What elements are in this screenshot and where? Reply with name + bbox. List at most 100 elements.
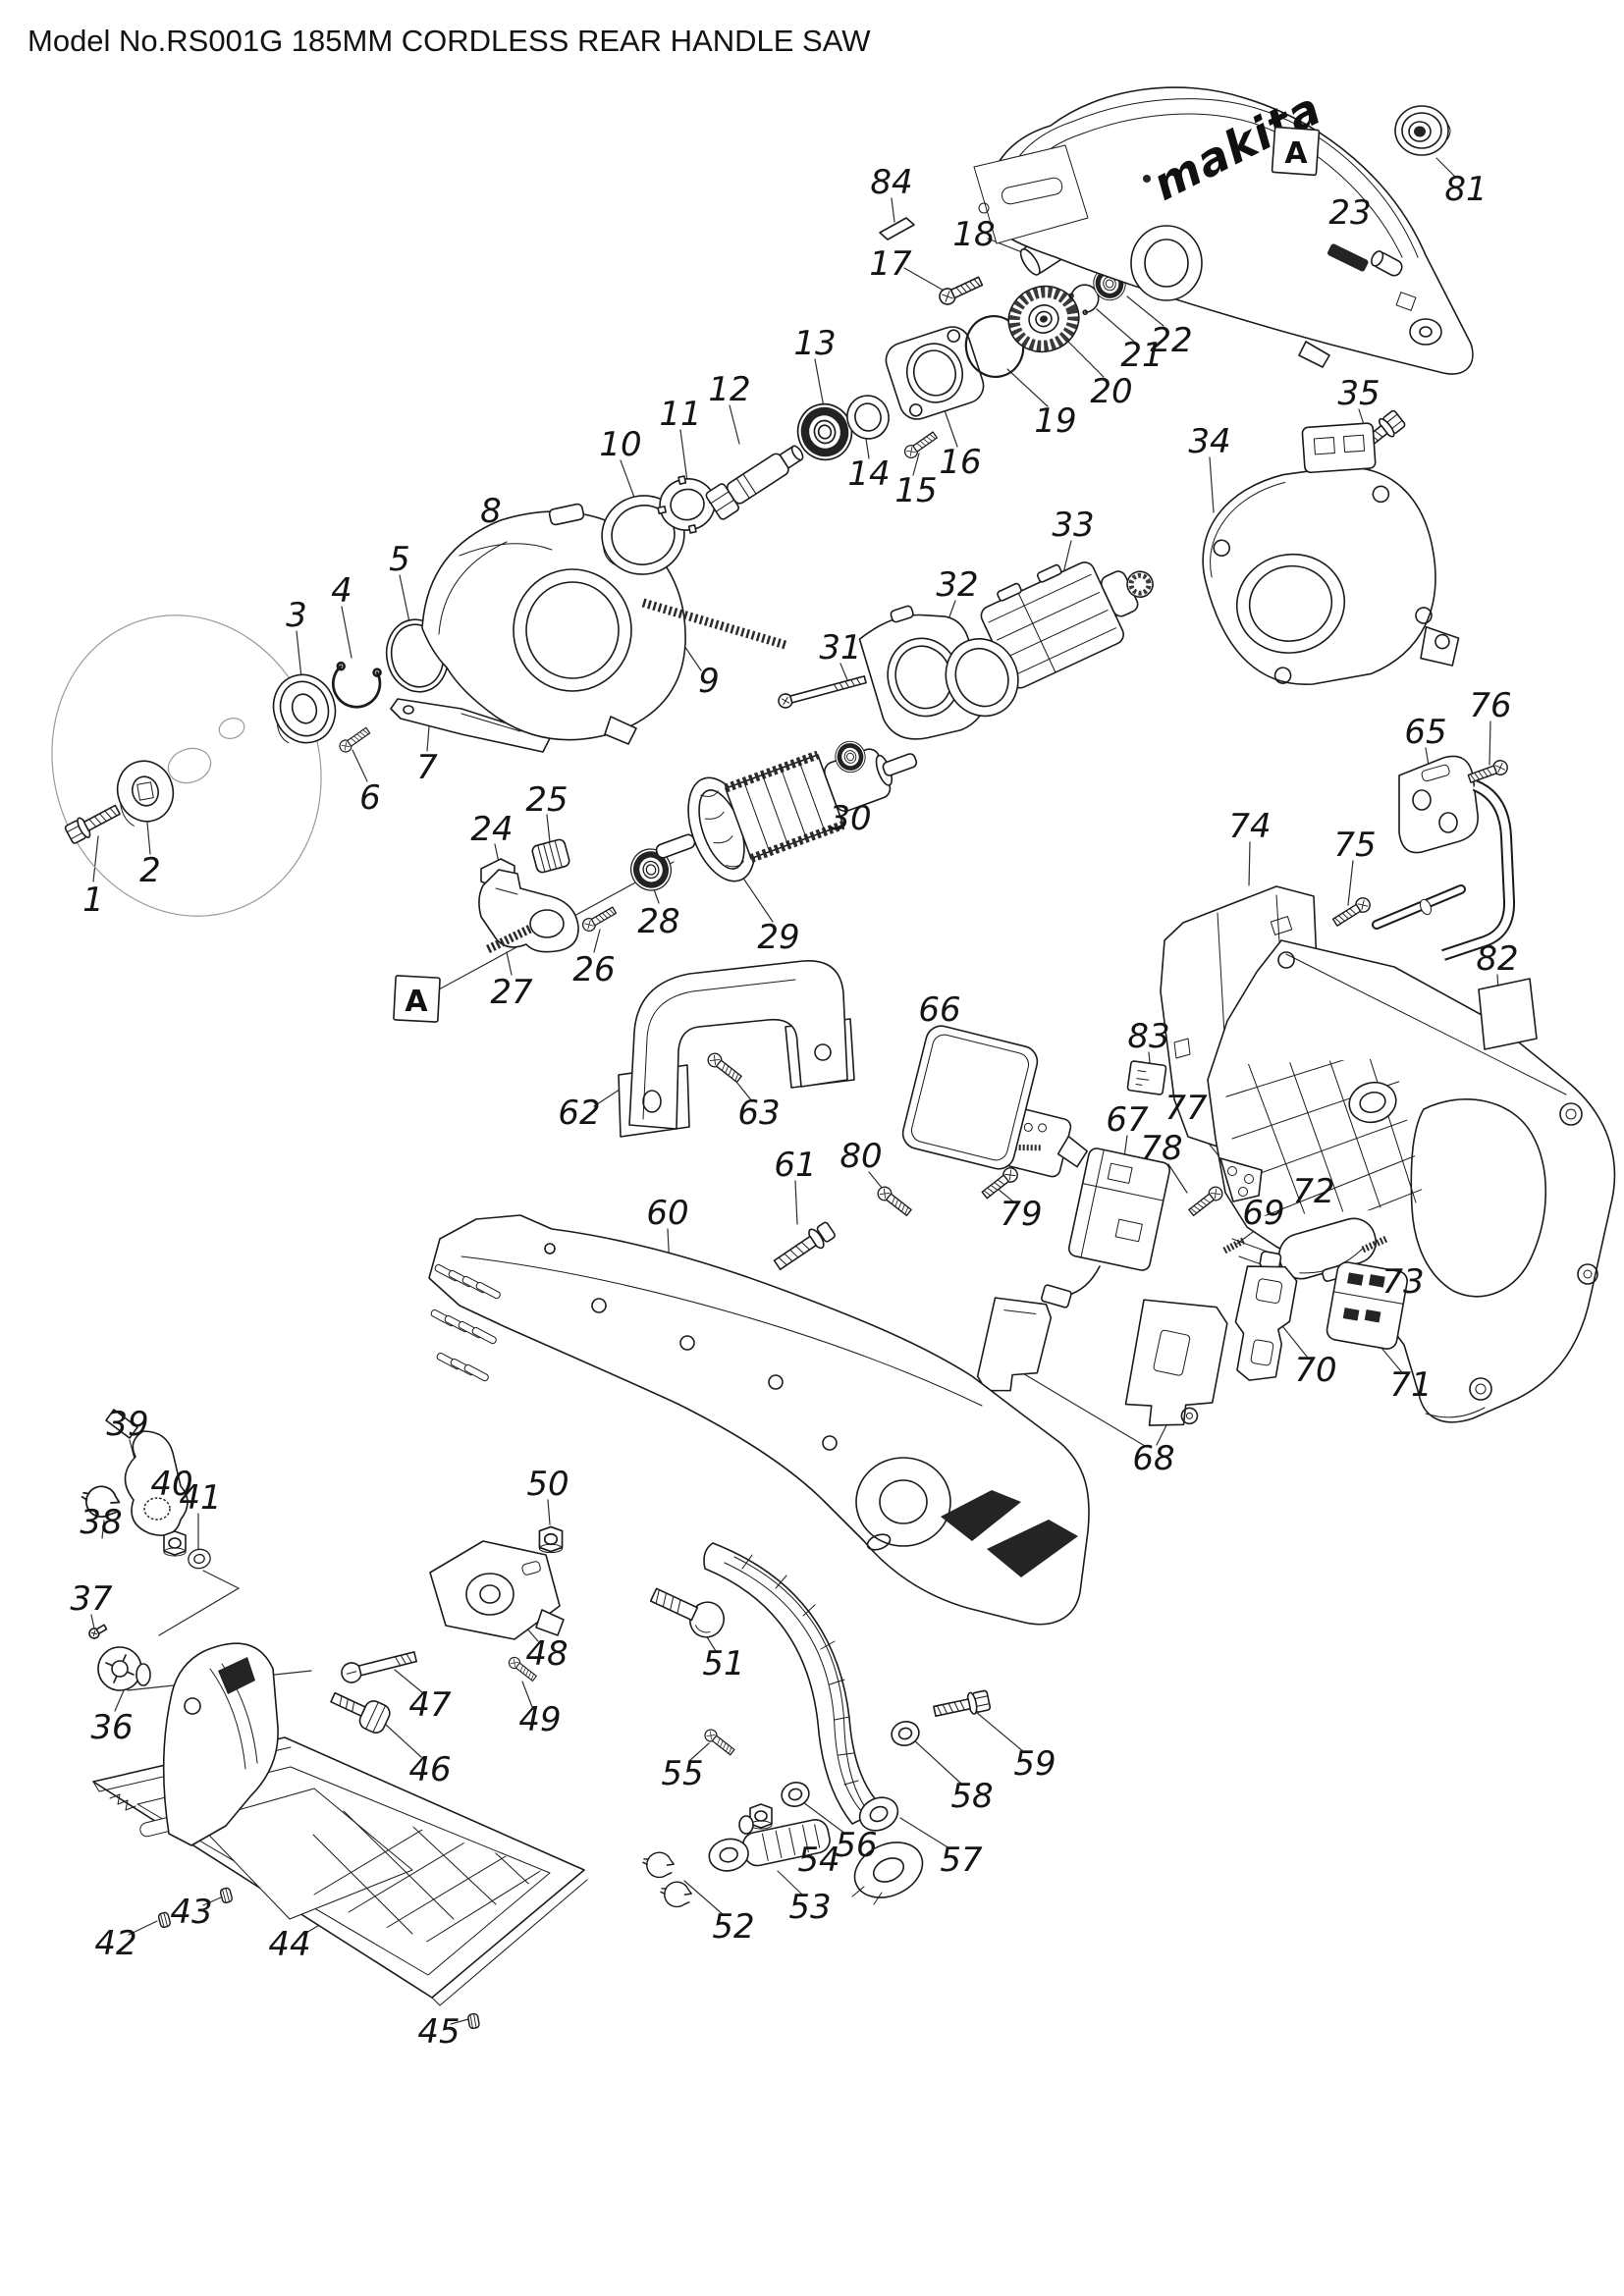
part-label-49: 49	[518, 1700, 561, 1739]
part-68-battery-covers	[976, 1297, 1228, 1426]
housing-rib-lattice	[1222, 1058, 1426, 1217]
part-58-washer	[888, 1717, 923, 1750]
part-label-44: 44	[268, 1925, 310, 1964]
part-label-76: 76	[1469, 686, 1511, 725]
part-label-9: 9	[698, 662, 720, 701]
part-label-35: 35	[1337, 374, 1380, 413]
part-label-22: 22	[1150, 321, 1192, 360]
part-73-spring	[1361, 1235, 1388, 1254]
part-label-18: 18	[952, 215, 995, 254]
part-52-e-rings	[639, 1847, 695, 1911]
part-label-67: 67	[1106, 1100, 1149, 1140]
quadrant-scale-ticks	[741, 1554, 859, 1786]
part-label-50: 50	[526, 1465, 568, 1504]
part-33-motor	[945, 561, 1154, 718]
part-7-clamp-lever	[390, 698, 551, 753]
part-label-20: 20	[1090, 372, 1132, 411]
part-label-53: 53	[788, 1888, 831, 1927]
detail-marker-a-top: A	[1271, 126, 1321, 177]
part-label-72: 72	[1292, 1172, 1334, 1211]
part-label-41: 41	[179, 1478, 221, 1518]
part-label-42: 42	[94, 1924, 136, 1963]
part-label-30: 30	[829, 799, 871, 838]
part-label-62: 62	[558, 1094, 600, 1133]
part-36-adjusting-knob	[97, 1646, 151, 1691]
part-42-set-screw	[157, 1910, 172, 1929]
part-label-73: 73	[1381, 1262, 1424, 1302]
part-6-screw	[337, 724, 372, 755]
part-15-flat-screw	[901, 429, 940, 461]
part-label-80: 80	[839, 1137, 882, 1176]
part-label-10: 10	[599, 425, 641, 464]
rear-handle-housing	[1207, 939, 1616, 1423]
part-14-sleeve	[846, 395, 890, 440]
part-label-21: 21	[1120, 336, 1163, 375]
part-84-key	[879, 217, 915, 240]
part-47-bolt-long	[341, 1651, 418, 1683]
part-77-bracket	[1219, 1157, 1263, 1202]
part-label-25: 25	[525, 780, 568, 820]
part-71-terminal-block	[1326, 1261, 1408, 1350]
part-label-79: 79	[1000, 1195, 1042, 1234]
part-60-motor-housing	[428, 1214, 1090, 1626]
part-label-11: 11	[659, 395, 701, 434]
housing-vent-slots	[430, 1263, 501, 1382]
part-17-screw	[936, 273, 985, 308]
part-20-helical-gear	[1007, 285, 1080, 353]
part-label-8: 8	[480, 492, 502, 531]
detail-a-top-letter: A	[1284, 136, 1308, 171]
part-label-74: 74	[1228, 807, 1271, 846]
part-78-screw	[1186, 1183, 1226, 1219]
part-label-31: 31	[819, 628, 861, 667]
part-label-65: 65	[1404, 713, 1446, 752]
part-label-47: 47	[408, 1685, 452, 1725]
part-label-14: 14	[847, 454, 890, 494]
part-label-33: 33	[1052, 506, 1094, 545]
part-32-baffle-plate	[858, 605, 985, 740]
part-label-68: 68	[1132, 1439, 1174, 1478]
part-label-51: 51	[702, 1644, 744, 1683]
part-3-inner-flange	[272, 673, 337, 744]
part-81-bearing-retainer	[1394, 105, 1451, 156]
part-label-16: 16	[939, 443, 981, 482]
part-16-bearing-box	[885, 326, 985, 420]
part-48-pivot-bracket	[429, 1540, 565, 1640]
part-label-54: 54	[797, 1841, 839, 1880]
part-45-set-screw	[466, 2012, 481, 2030]
part-40-lock-nut	[163, 1530, 187, 1557]
part-41-washer	[186, 1546, 213, 1572]
part-label-23: 23	[1328, 193, 1371, 233]
part-label-56: 56	[835, 1826, 877, 1865]
part-label-29: 29	[757, 918, 799, 957]
part-label-48: 48	[525, 1634, 568, 1674]
part-43-set-screw	[219, 1886, 234, 1904]
part-54-nut	[738, 1803, 773, 1835]
part-label-3: 3	[286, 596, 307, 635]
part-label-5: 5	[389, 540, 410, 579]
part-label-63: 63	[737, 1094, 780, 1133]
part-label-17: 17	[869, 244, 912, 284]
detail-a-mid-letter: A	[405, 985, 428, 1019]
part-label-81: 81	[1444, 170, 1487, 209]
part-label-70: 70	[1294, 1351, 1336, 1390]
part-23-pin	[1371, 250, 1403, 277]
part-label-28: 28	[637, 902, 679, 941]
part-label-43: 43	[170, 1893, 212, 1932]
part-55-screw	[701, 1726, 737, 1758]
part-31-screw-long	[778, 675, 867, 709]
base-front-guide	[162, 1642, 279, 1846]
part-label-19: 19	[1034, 401, 1076, 441]
part-label-12: 12	[708, 370, 750, 409]
part-label-75: 75	[1333, 826, 1376, 865]
part-53-clamp-lever	[708, 1819, 831, 1872]
part-label-38: 38	[80, 1503, 122, 1542]
page-title: Model No.RS001G 185MM CORDLESS REAR HAND…	[27, 24, 871, 58]
part-62-carry-handle	[618, 960, 855, 1138]
part-label-36: 36	[90, 1708, 133, 1747]
part-label-61: 61	[774, 1146, 816, 1185]
detail-marker-a-mid: A	[393, 975, 441, 1023]
part-70-switch	[1234, 1251, 1298, 1381]
part-46-thumb-screw	[330, 1691, 391, 1734]
part-label-7: 7	[416, 748, 438, 787]
